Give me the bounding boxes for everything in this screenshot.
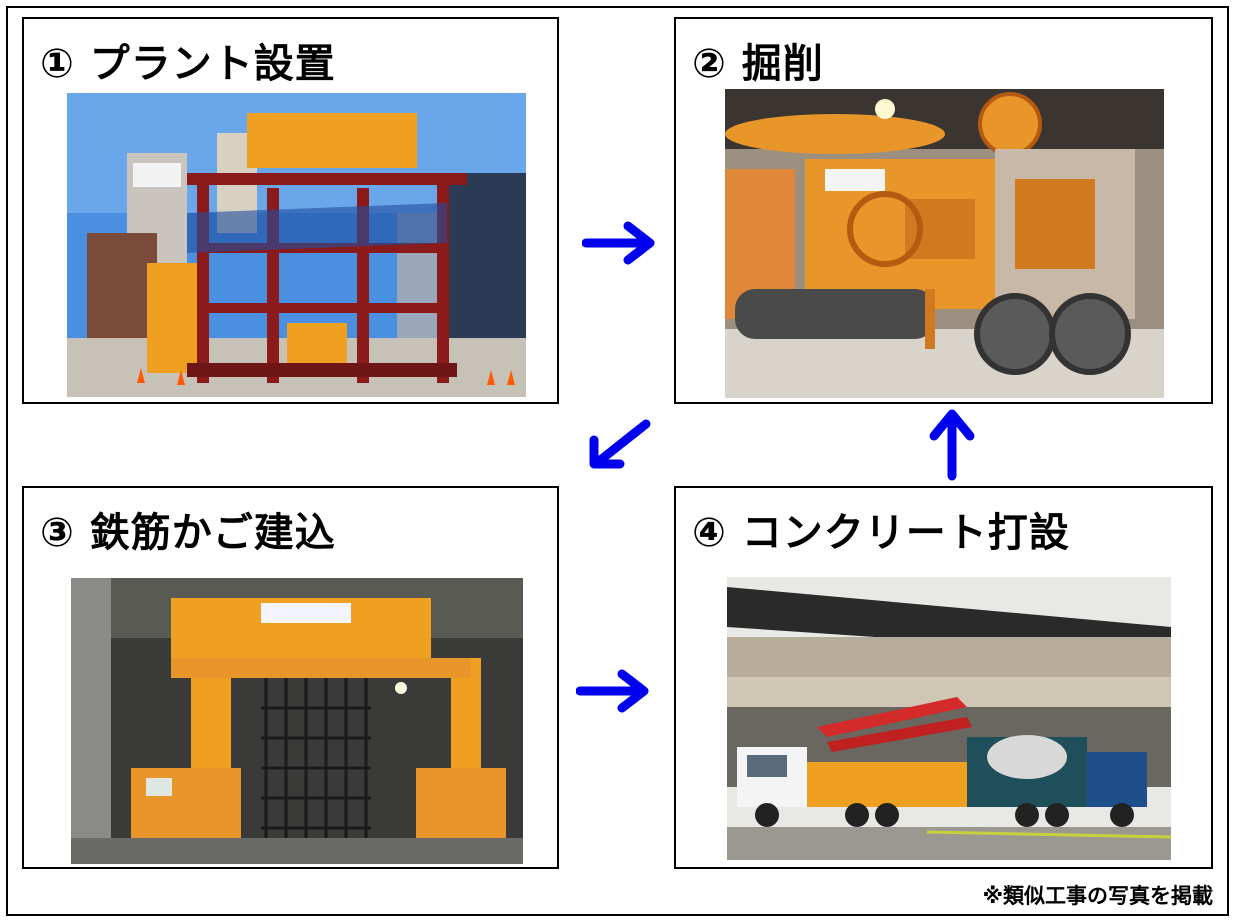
step-title: ① プラント設置 bbox=[40, 41, 336, 87]
arrow-right-icon bbox=[582, 221, 655, 265]
footnote: ※類似工事の写真を掲載 bbox=[982, 884, 1213, 908]
step-title: ④ コンクリート打設 bbox=[692, 510, 1070, 556]
diagram-frame bbox=[6, 6, 1229, 916]
step-panel-plant-setup: ① プラント設置 bbox=[22, 17, 559, 404]
plant-setup-photo bbox=[67, 93, 526, 397]
step-panel-concrete-placement: ④ コンクリート打設 bbox=[674, 486, 1213, 869]
step-title: ② 掘削 bbox=[692, 41, 824, 87]
step-panel-excavation: ② 掘削 bbox=[674, 17, 1213, 404]
arrow-up-icon bbox=[929, 409, 975, 481]
rebar-cage-photo bbox=[71, 578, 523, 864]
step-panel-rebar-cage: ③ 鉄筋かご建込 bbox=[22, 486, 559, 869]
excavation-machine-photo bbox=[725, 89, 1164, 398]
arrow-right-icon bbox=[576, 669, 649, 713]
step-title: ③ 鉄筋かご建込 bbox=[40, 510, 336, 556]
concrete-pump-truck-photo bbox=[727, 577, 1171, 860]
arrow-down-left-icon bbox=[589, 419, 651, 469]
